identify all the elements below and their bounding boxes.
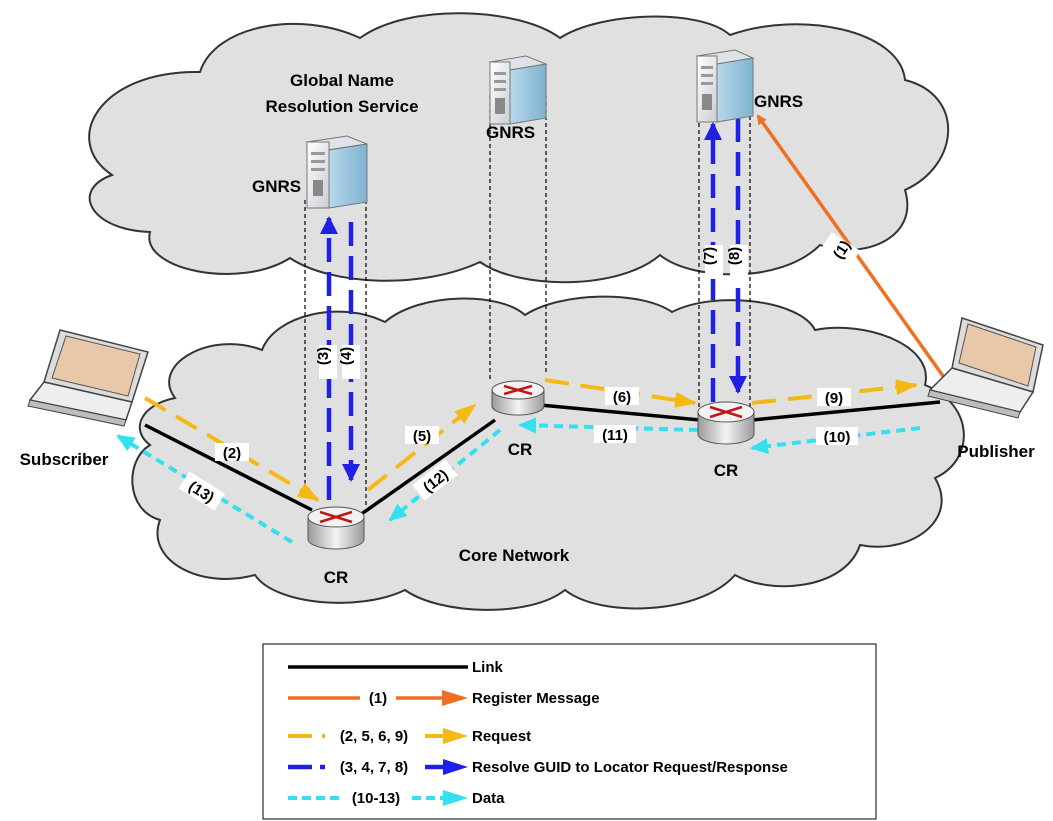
router-label-right: CR (714, 461, 739, 480)
data-arrows (116, 417, 921, 544)
router-label-middle: CR (508, 440, 533, 459)
legend-register-label: Register Message (472, 690, 600, 707)
step-label-8: (8) (726, 247, 743, 265)
gnrs-cloud (88, 12, 950, 284)
links (144, 400, 941, 517)
step-label-3: (3) (315, 347, 332, 365)
legend: Link (1) Register Message (2, 5, 6, 9) R… (262, 643, 877, 820)
legend-data-label: Data (472, 790, 505, 807)
router-label-left: CR (324, 568, 349, 587)
step-label-6: (6) (613, 389, 631, 406)
step-label-9: (9) (825, 390, 843, 407)
legend-request-tag: (2, 5, 6, 9) (340, 728, 408, 745)
step-label-7: (7) (701, 247, 718, 265)
legend-link-label: Link (472, 659, 503, 676)
subscriber-laptop-icon (27, 329, 149, 427)
step-label-2: (2) (223, 445, 241, 462)
step-label-10: (10) (824, 429, 851, 446)
subscriber-label: Subscriber (20, 450, 109, 469)
router-icon-left (307, 506, 365, 550)
gnrs-server-label-left: GNRS (252, 177, 301, 196)
gnrs-server-label-right: GNRS (754, 92, 803, 111)
legend-register-tag: (1) (369, 690, 387, 707)
core-network-title: Core Network (459, 546, 570, 565)
gnrs-server-middle (488, 55, 548, 125)
legend-request-label: Request (472, 728, 531, 745)
step-label-4: (4) (338, 347, 355, 365)
router-icon-middle (491, 380, 545, 416)
legend-data-tag: (10-13) (352, 790, 400, 807)
gnrs-title-line1: Global Name (290, 71, 394, 90)
gnrs-title-line2: Resolution Service (265, 97, 418, 116)
gnrs-server-label-middle: GNRS (486, 123, 535, 142)
publisher-laptop-icon (927, 317, 1044, 419)
step-label-5: (5) (413, 428, 431, 445)
gnrs-server-left (305, 135, 369, 209)
step-labels: (1) (2) (3) (4) (5) (6) (7) (8) (9) (10)… (178, 232, 861, 511)
legend-resolve-tag: (3, 4, 7, 8) (340, 759, 408, 776)
publisher-label: Publisher (957, 442, 1035, 461)
legend-resolve-label: Resolve GUID to Locator Request/Response (472, 759, 788, 776)
step-label-11: (11) (602, 427, 628, 444)
gnrs-server-right (695, 49, 755, 123)
router-icon-right (697, 401, 755, 445)
guide-lines (304, 95, 751, 505)
